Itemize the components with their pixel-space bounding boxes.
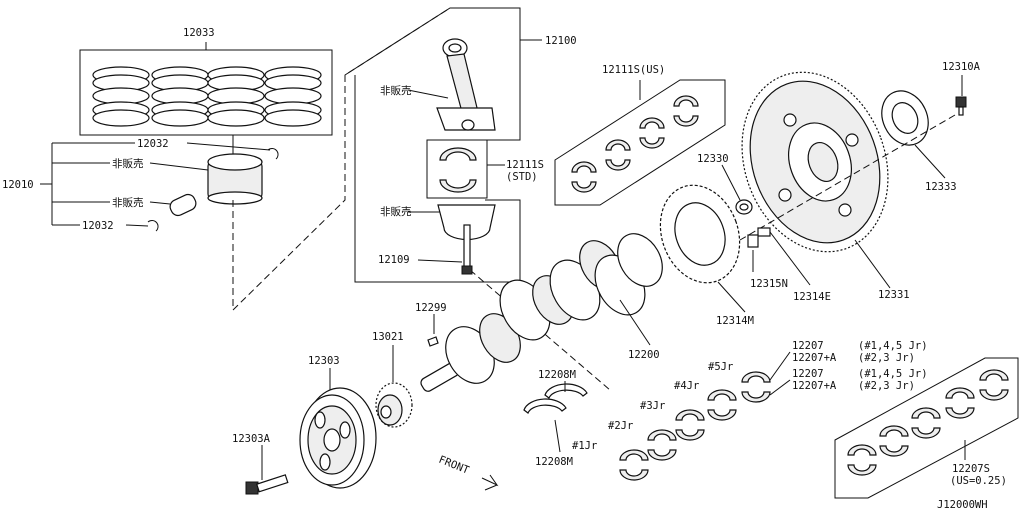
label-jr145-b: (#1,4,5 Jr) (858, 368, 928, 380)
label-12100: 12100 (545, 35, 577, 47)
signal-plate (659, 184, 741, 284)
label-13021: 13021 (372, 331, 404, 343)
main-bearings (619, 371, 771, 481)
main-bearing-1 (619, 449, 649, 481)
label-12314m: 12314M (716, 315, 754, 327)
label-12010: 12010 (2, 179, 34, 191)
crankshaft-sprocket (375, 382, 413, 428)
label-12111s-us: 12111S(US) (602, 64, 665, 76)
label-std-note: (STD) (506, 171, 538, 183)
label-12330: 12330 (697, 153, 729, 165)
label-jr2: #2Jr (608, 420, 633, 432)
main-bearing-2 (647, 429, 677, 461)
piston-ring-set: 12033 (79, 27, 333, 160)
label-12207s: 12207S (952, 463, 990, 475)
connecting-rod-group: 12100 非販売 12111S (STD) 非販売 12109 (344, 7, 577, 283)
main-bearing-5 (741, 371, 771, 403)
main-bearing-us-shells (847, 369, 1009, 476)
label-12207a-b: 12207+A (792, 380, 837, 392)
flywheel (741, 71, 889, 253)
alignment-line-piston-to-rod (232, 7, 451, 312)
label-12200: 12200 (628, 349, 660, 361)
ring-stack-3 (207, 66, 265, 127)
piston-assembly: 12010 12032 非販売 非販売 12032 (2, 138, 279, 232)
label-12299: 12299 (415, 302, 447, 314)
label-12310a: 12310A (942, 61, 981, 73)
rod-bearing-box (426, 139, 488, 199)
crankshaft (420, 233, 663, 392)
front-indicator: FRONT (437, 454, 499, 491)
piston-pin-clip-bottom (147, 220, 159, 232)
alignment-line-flywheel (739, 114, 956, 241)
label-12207-a: 12207 (792, 340, 824, 352)
label-12208m-top: 12208M (538, 369, 576, 381)
label-12331: 12331 (878, 289, 910, 301)
flywheel-reinforcement-plate (881, 90, 929, 146)
label-not-sold-piston: 非販売 (112, 157, 144, 170)
label-jr4: #4Jr (674, 380, 699, 392)
label-12314e: 12314E (793, 291, 831, 303)
ring-stack-2 (151, 66, 209, 127)
pulley-bolt (245, 474, 289, 495)
rod-bearing-us-box (554, 79, 726, 206)
ring-stack-4 (264, 66, 322, 127)
label-not-sold-cap: 非販売 (380, 205, 412, 218)
connecting-rod (436, 38, 496, 131)
rod-bracket-top (344, 7, 521, 141)
label-jr23-a: (#2,3 Jr) (858, 352, 915, 364)
label-12032-top: 12032 (137, 138, 169, 150)
label-12208m-bottom: 12208M (535, 456, 573, 468)
label-12333: 12333 (925, 181, 957, 193)
label-12207-b: 12207 (792, 368, 824, 380)
pilot-bushing (735, 199, 753, 215)
label-12033: 12033 (183, 27, 215, 39)
label-jr23-b: (#2,3 Jr) (858, 380, 915, 392)
label-jr5: #5Jr (708, 361, 733, 373)
rod-bearing-us-set: 12111S(US) (554, 64, 726, 206)
label-12032-bottom: 12032 (82, 220, 114, 232)
label-jr145-a: (#1,4,5 Jr) (858, 340, 928, 352)
label-jr1: #1Jr (572, 440, 597, 452)
flywheel-bolt (955, 96, 967, 116)
front-arrow-icon (481, 474, 499, 491)
rod-bearing-us-shells (571, 95, 699, 193)
main-bearing-3 (675, 409, 705, 441)
main-bearing-us-set: 12207S (US=0.25) (834, 357, 1019, 499)
label-12303a: 12303A (232, 433, 271, 445)
thrust-washers (523, 383, 588, 414)
flywheel-plate-bolt (747, 227, 771, 248)
crankshaft-pulley (299, 387, 377, 489)
piston-pin (169, 193, 197, 217)
label-not-sold-rod: 非販売 (380, 84, 412, 97)
diagram-code: J12000WH (937, 499, 988, 511)
main-bearing-us-box (834, 357, 1019, 499)
label-12303: 12303 (308, 355, 340, 367)
rod-bracket-bottom (354, 75, 521, 283)
label-not-sold-pin: 非販売 (112, 196, 144, 209)
ring-stack-1 (92, 66, 150, 127)
label-jr3: #3Jr (640, 400, 665, 412)
piston-pin-clip-top (267, 148, 279, 160)
label-12315n: 12315N (750, 278, 788, 290)
front-label: FRONT (437, 454, 471, 477)
label-12109: 12109 (378, 254, 410, 266)
label-12111s-std: 12111S (506, 159, 544, 171)
label-12207a-a: 12207+A (792, 352, 837, 364)
crankshaft-key (427, 336, 439, 347)
main-bearing-4 (707, 389, 737, 421)
label-12207s-note: (US=0.25) (950, 475, 1007, 487)
rod-cap (437, 204, 496, 275)
rod-bearing-std (439, 147, 477, 193)
